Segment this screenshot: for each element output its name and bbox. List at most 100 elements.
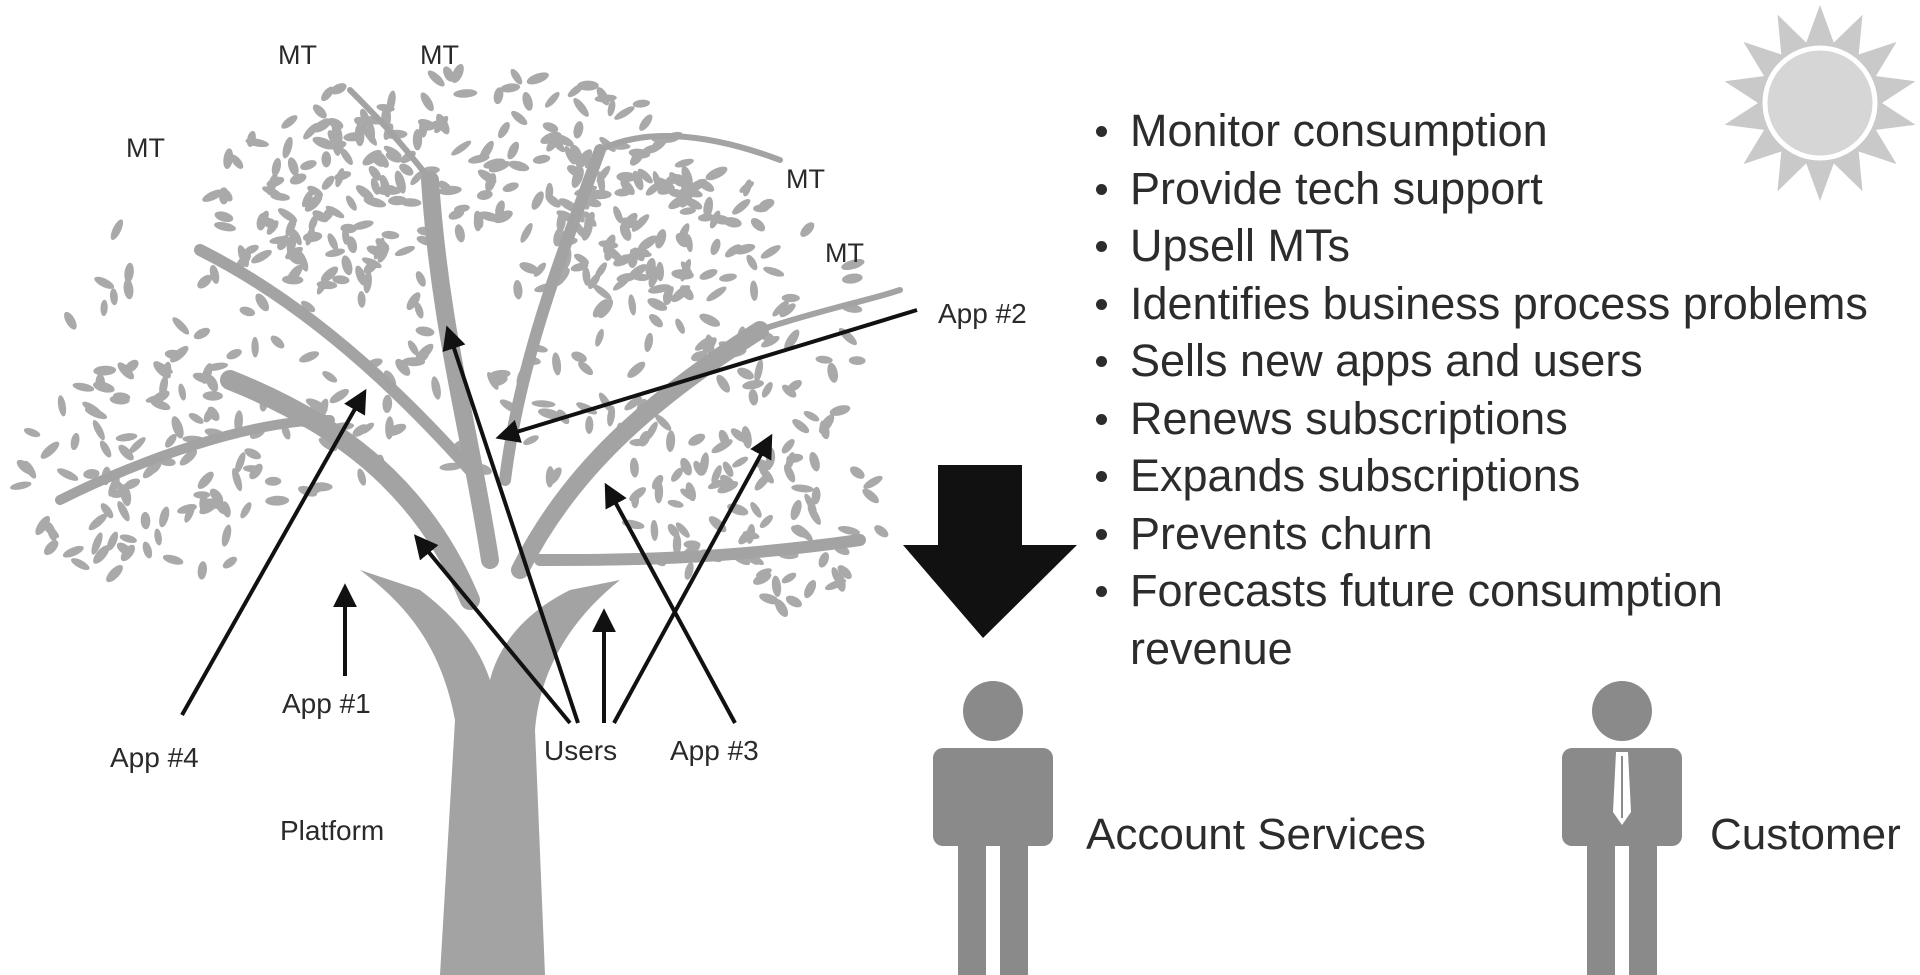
leaf-shape <box>381 230 400 240</box>
leaf-shape <box>251 249 272 264</box>
leaf-shape <box>758 465 774 484</box>
leaf-shape <box>351 220 374 230</box>
leaf-shape <box>756 568 772 578</box>
leaf-shape <box>741 426 752 449</box>
leaf-shape <box>785 452 795 471</box>
leaf-shape <box>94 276 115 289</box>
leaf-shape <box>737 367 754 380</box>
leaf-shape <box>674 158 694 168</box>
leaf-shape <box>205 374 219 392</box>
mt-label-4: MT <box>786 164 825 194</box>
activity-item: Prevents churn <box>1090 505 1868 563</box>
leaf-shape <box>649 314 663 328</box>
leaf-shape <box>837 526 861 535</box>
leaf-shape <box>612 275 631 291</box>
leaf-shape <box>115 433 138 442</box>
leaf-shape <box>300 300 316 313</box>
leaf-shape <box>592 299 609 318</box>
leaf-shape <box>406 292 421 311</box>
leaf-shape <box>264 476 282 486</box>
leaf-shape <box>627 361 646 378</box>
leaf-shape <box>108 475 120 497</box>
leaf-shape <box>628 148 651 159</box>
leaf-shape <box>159 506 170 528</box>
leaf-shape <box>759 514 773 529</box>
leaf-shape <box>355 265 367 286</box>
leaf-shape <box>759 593 780 605</box>
leaf-shape <box>510 68 523 85</box>
leaf-shape <box>154 528 162 546</box>
leaf-shape <box>382 394 393 413</box>
leaf-shape <box>680 457 692 476</box>
leaf-shape <box>402 357 426 367</box>
leaf-shape <box>711 465 722 484</box>
leaf-shape <box>453 89 478 98</box>
leaf-shape <box>651 474 664 490</box>
leaf-shape <box>526 72 549 85</box>
leaf-shape <box>716 374 731 393</box>
leaf-shape <box>811 486 821 505</box>
leaf-shape <box>374 150 389 168</box>
leaf-shape <box>699 452 709 476</box>
leaf-shape <box>555 134 574 147</box>
leaf-shape <box>327 233 338 251</box>
leaf-shape <box>573 98 589 117</box>
leaf-shape <box>552 352 562 376</box>
leaf-shape <box>753 204 770 213</box>
leaf-shape <box>748 389 759 406</box>
leaf-shape <box>666 430 676 452</box>
leaf-shape <box>672 533 682 556</box>
leaf-shape <box>679 285 694 301</box>
leaf-shape <box>234 410 243 433</box>
leaf-shape <box>142 541 153 559</box>
leaf-shape <box>711 439 733 454</box>
leaf-shape <box>40 441 60 459</box>
leaf-shape <box>282 136 293 159</box>
leaf-shape <box>848 356 866 366</box>
leaf-shape <box>657 185 675 195</box>
leaf-shape <box>681 165 693 188</box>
leaf-shape <box>321 175 335 190</box>
leaf-shape <box>707 479 726 490</box>
leaf-shape <box>434 115 449 134</box>
leaf-shape <box>234 452 246 474</box>
leaf-shape <box>614 106 635 120</box>
leaf-shape <box>448 209 465 220</box>
leaf-shape <box>874 525 889 538</box>
leaf-shape <box>316 280 338 290</box>
leaf-shape <box>342 227 350 245</box>
leaf-shape <box>145 394 168 403</box>
leaf-shape <box>582 266 591 286</box>
leaf-shape <box>761 382 773 398</box>
leaf-shape <box>800 222 815 237</box>
leaf-shape <box>179 449 198 466</box>
leaf-shape <box>95 373 106 392</box>
leaf-shape <box>628 294 637 316</box>
app2-arrow <box>495 308 918 443</box>
leaf-shape <box>110 219 124 241</box>
leaf-shape <box>754 359 764 383</box>
leaf-shape <box>300 160 317 171</box>
leaf-shape <box>394 245 415 257</box>
leaf-shape <box>243 465 261 473</box>
leaf-shape <box>753 572 772 585</box>
leaf-shape <box>531 191 544 210</box>
activity-item: Renews subscriptions <box>1090 390 1868 448</box>
leaf-shape <box>493 87 504 105</box>
leaf-shape <box>301 189 314 208</box>
leaf-shape <box>478 211 501 222</box>
leaf-shape <box>277 208 298 223</box>
leaf-shape <box>156 363 173 374</box>
leaf-shape <box>781 293 800 303</box>
leaf-shape <box>203 406 215 423</box>
leaf-shape <box>699 268 718 280</box>
leaf-shape <box>545 194 561 208</box>
leaf-shape <box>533 262 547 277</box>
leaf-shape <box>91 532 103 555</box>
leaf-shape <box>795 524 813 542</box>
leaf-shape <box>732 199 751 215</box>
customer-label: Customer <box>1710 810 1901 859</box>
leaf-shape <box>118 444 134 461</box>
leaf-shape <box>624 396 643 411</box>
leaf-shape <box>197 561 207 580</box>
